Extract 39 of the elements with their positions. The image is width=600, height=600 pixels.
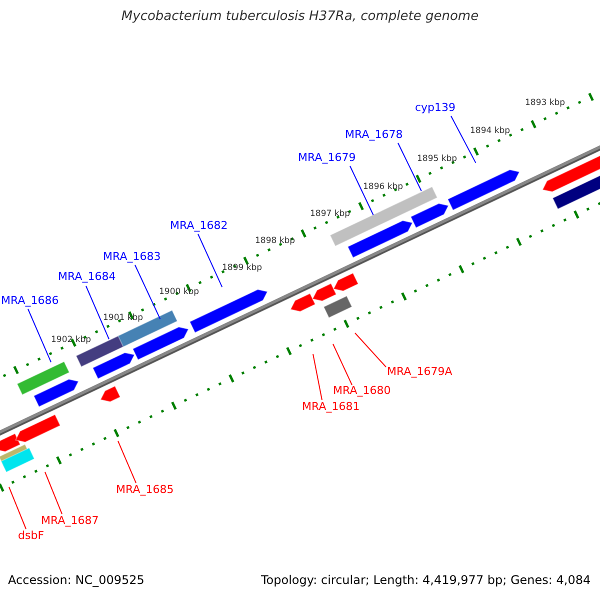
gene-label: MRA_1680 [333, 384, 391, 397]
position-label: 1894 kbp [470, 125, 510, 138]
leader-line [118, 440, 136, 484]
position-label: 1898 kbp [255, 235, 296, 248]
position-label: 1897 kbp [310, 208, 350, 221]
gene-label: MRA_1679A [387, 365, 452, 378]
position-label: 1896 kbp [363, 181, 404, 194]
leader-line [332, 344, 352, 386]
map-title: Mycobacterium tuberculosis H37Ra, complete genome [120, 10, 480, 23]
gene-label: MRA_1679 [298, 151, 356, 164]
leader-line [312, 354, 322, 400]
leader-line [134, 264, 161, 320]
leader-line [44, 472, 62, 514]
gene-label: MRA_1683 [103, 250, 161, 263]
footer-text: Topology: circular; Length: 4,419,977 bp; Genes: 4,084 [261, 574, 591, 587]
gene-label: cyp139 [415, 101, 456, 114]
leader-line [28, 308, 52, 363]
leader-line [86, 286, 110, 340]
position-label: 1902 kbp [51, 334, 92, 347]
gene-label: MRA_1678 [345, 128, 403, 141]
footer-text: Accession: NC_009525 [8, 574, 144, 587]
leader-line [354, 332, 386, 368]
leader-line [198, 234, 223, 288]
leader-line [8, 486, 26, 530]
leader-line [398, 142, 422, 192]
gene-label: MRA_1687 [41, 514, 99, 527]
leader-line [450, 116, 476, 164]
gene-label: MRA_1681 [302, 400, 360, 413]
gene-label: dsbF [18, 529, 44, 542]
leader-line [350, 166, 374, 216]
position-label: 1895 kbp [417, 153, 458, 166]
position-label: 1899 kbp [222, 262, 262, 275]
gene-label: MRA_1684 [58, 270, 116, 283]
gene-label: MRA_1686 [1, 294, 59, 307]
position-label: 1900 kbp [159, 286, 200, 299]
position-label: 1893 kbp [525, 97, 566, 110]
gene-label: MRA_1685 [116, 483, 174, 496]
gene-label: MRA_1682 [170, 219, 228, 232]
position-label: 1901 kbp [103, 312, 144, 325]
